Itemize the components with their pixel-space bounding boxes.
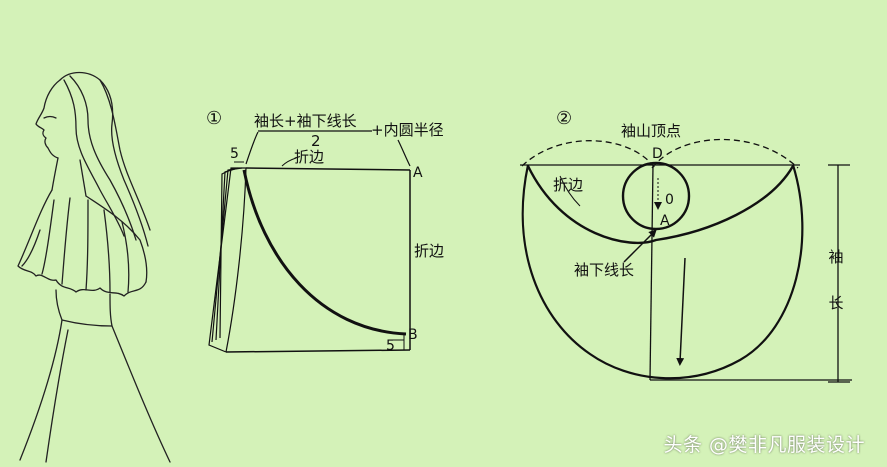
length-arrow [676,257,686,366]
formula-denominator: 2 [311,132,321,150]
formula-bracket-right [397,139,411,167]
cap-top-label: 袖山顶点 [621,122,681,140]
center-label: 0 [665,192,674,208]
figure-2-pattern: ② 袖山顶点 D 折边 0 A 袖下线长 袖 长 [520,108,852,383]
fold-label-top: 折边 [294,148,324,166]
fold-label: 折边 [553,176,583,194]
sleeve-hem-arc [242,169,407,336]
fold-leader-top [281,157,297,167]
center-line [649,164,654,381]
formula-suffix: +内圆半径 [371,121,444,139]
dim-label-top-left: 5 [230,146,239,162]
figure-2-number: ② [556,108,572,129]
formula-bracket-left [245,131,259,165]
fold-leader [559,175,581,207]
watermark: 头条 @樊非凡服装设计 [663,434,865,456]
inner-circle [621,161,691,231]
armhole-curve [526,165,795,245]
cap-dashed-left [521,140,656,169]
underarm-label: 袖下线长 [574,261,634,279]
dim-label-bottom-right: 5 [386,338,395,354]
sleeve-length-char-2: 长 [828,294,843,312]
point-a-label-2: A [660,213,670,229]
dim-mark-bottom [390,334,405,350]
underarm-pointer [623,229,657,263]
formula-numerator: 袖长+袖下线长 [254,112,357,130]
pattern-rectangle [225,167,411,353]
fold-label-right: 折边 [414,242,444,260]
point-a-label: A [413,165,423,181]
figure-1-number: ① [206,108,222,129]
cap-dashed-right [651,138,799,169]
outer-circle [521,164,804,380]
point-b-label: B [408,327,418,343]
figure-1-pattern: ① 袖长+袖下线长 2 +内圆半径 5 折边 A 折边 B 5 [206,108,444,354]
sleeve-length-char-1: 袖 [828,248,843,266]
folded-layers [208,167,247,353]
point-d-label: D [652,146,663,162]
fashion-figure-sketch [17,71,171,463]
